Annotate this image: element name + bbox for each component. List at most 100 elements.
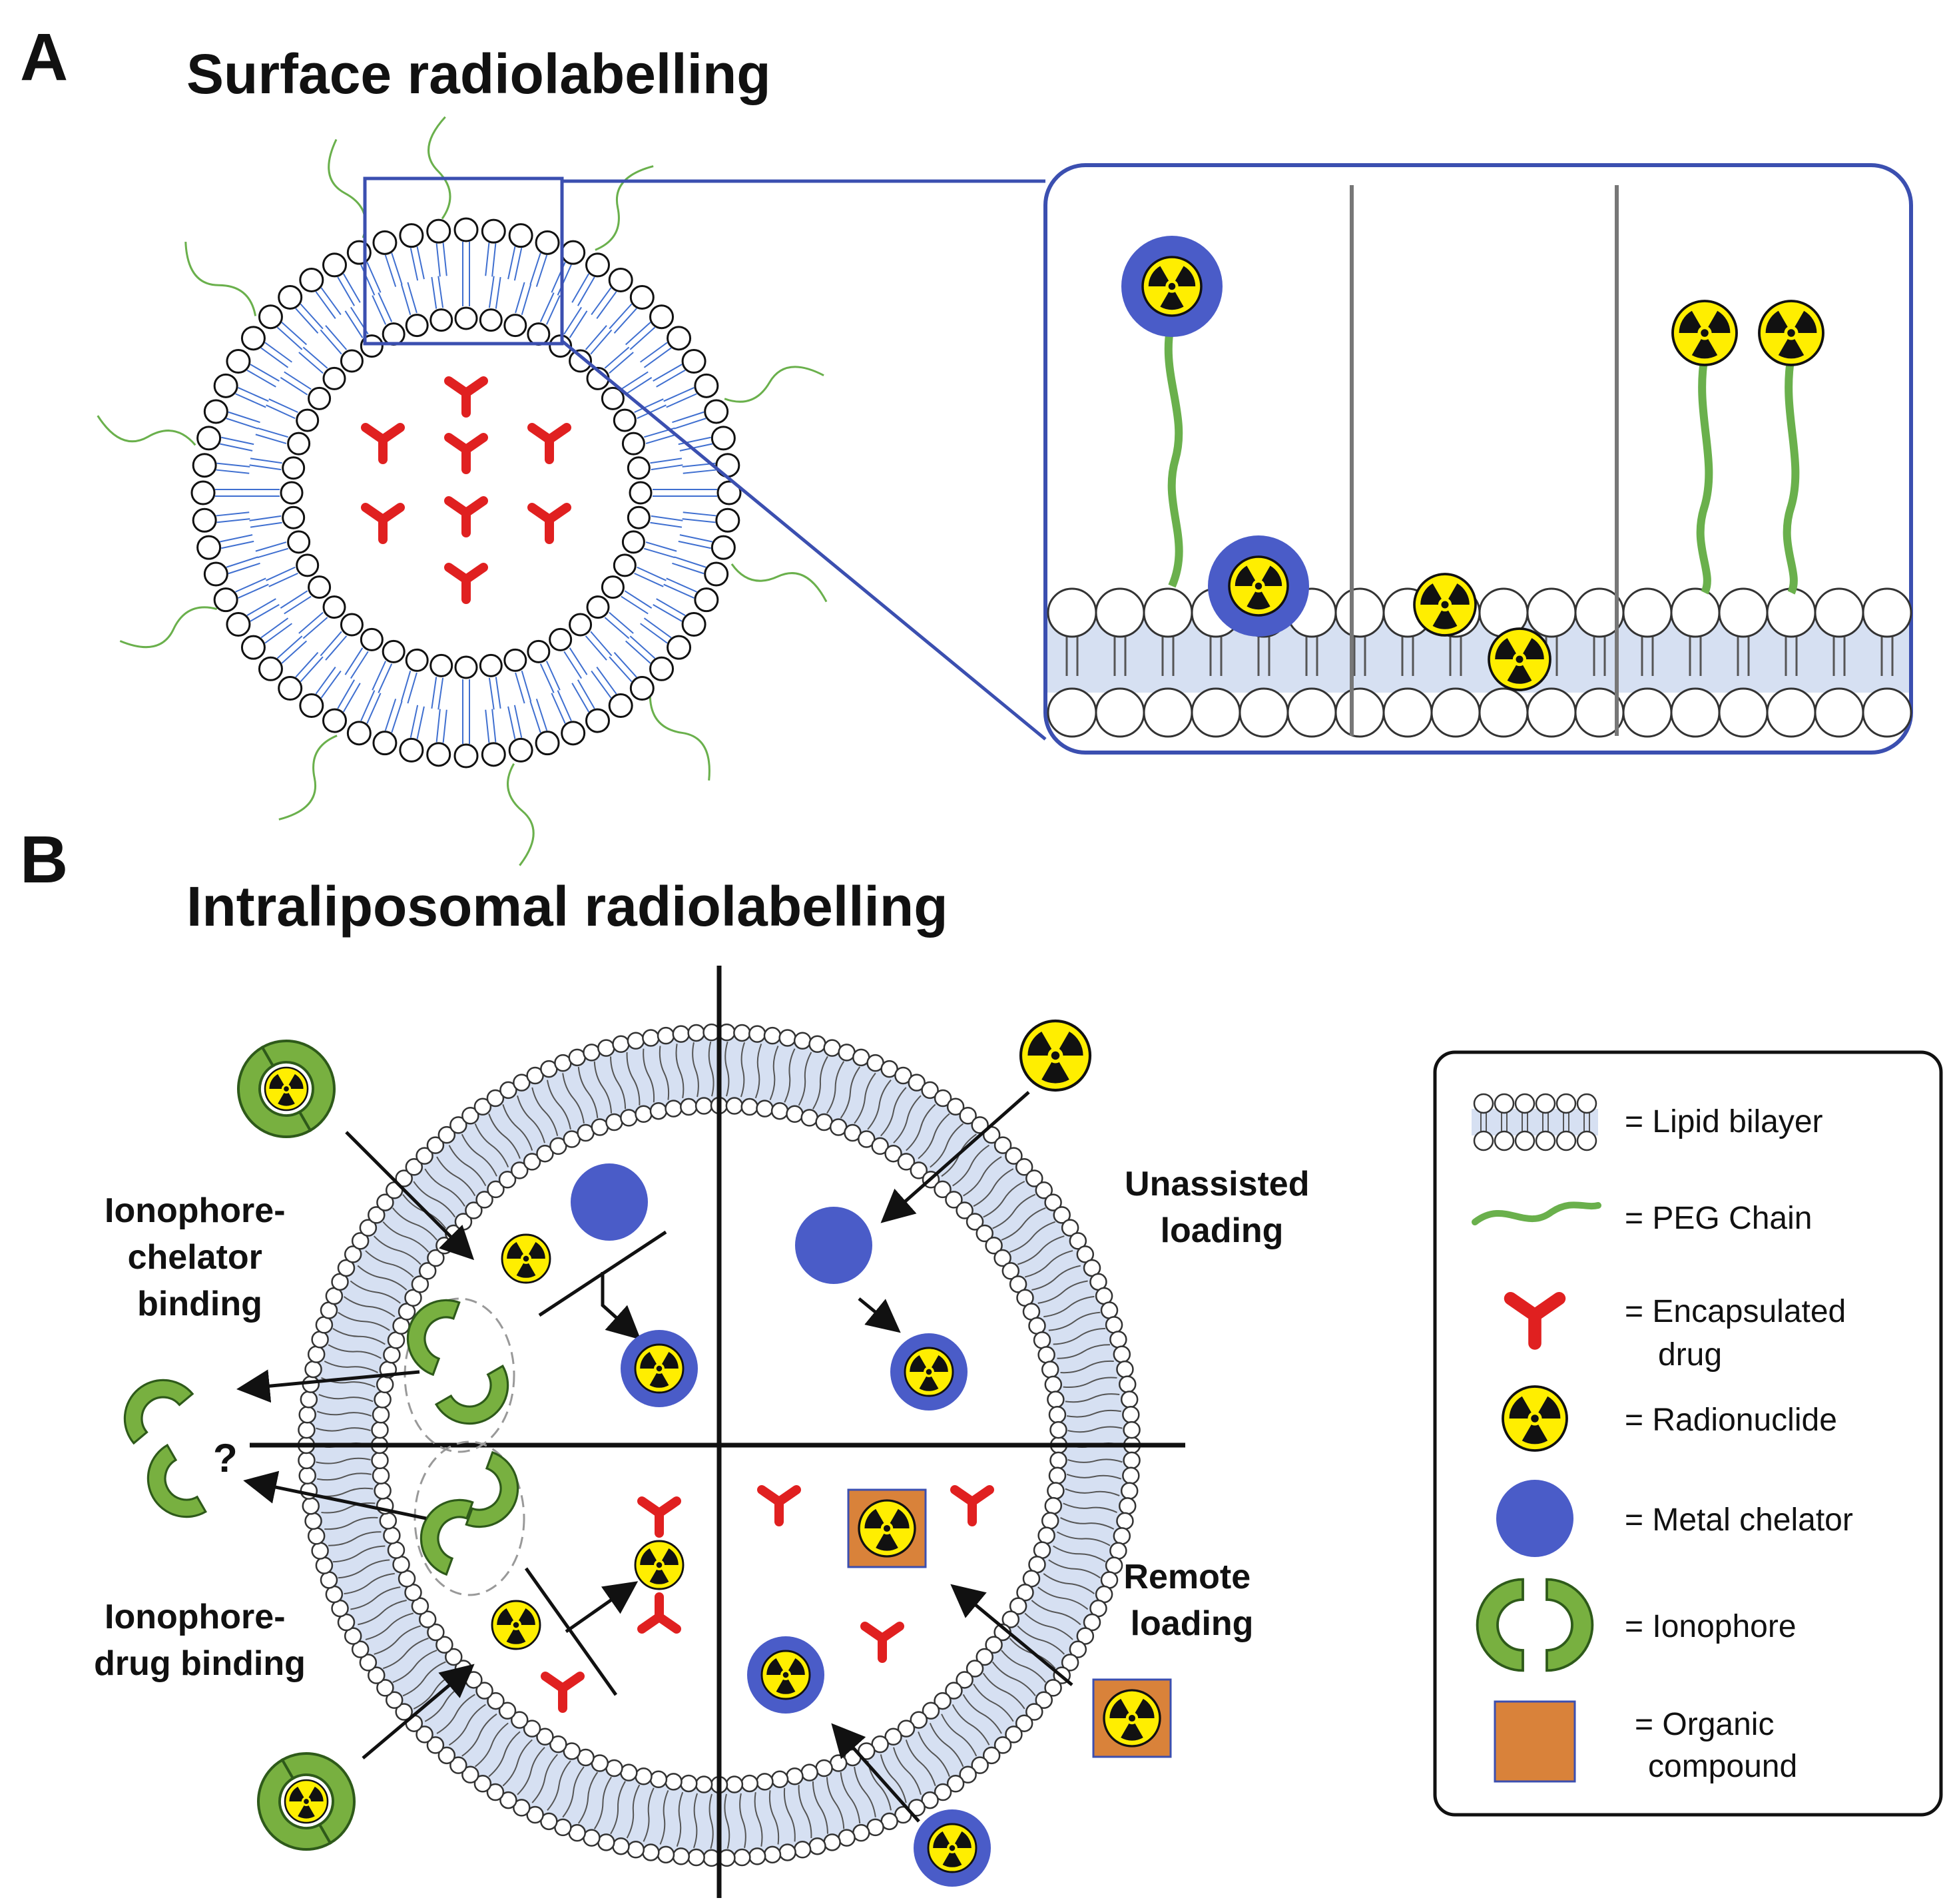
lipid-head <box>934 1692 952 1710</box>
lipid-head <box>770 1770 789 1789</box>
lipid-tail <box>692 1042 699 1098</box>
lipid-head <box>1005 1726 1023 1744</box>
lipid-head <box>258 304 283 330</box>
lipid-head <box>1049 1421 1067 1439</box>
lipid-head <box>687 1848 705 1867</box>
lipid-head <box>374 1391 392 1409</box>
lipid-head <box>793 1032 812 1050</box>
lipid-tail <box>365 1250 414 1278</box>
lipid-tail <box>515 672 525 704</box>
lipid-head <box>1047 687 1097 738</box>
lipid-tail <box>316 1427 371 1432</box>
arrow <box>565 1581 639 1634</box>
lipid-tail <box>610 1056 627 1110</box>
lipid-tail <box>402 1661 446 1697</box>
lipid-head <box>1535 1093 1556 1114</box>
lipid-tail <box>495 276 501 309</box>
arrow <box>601 1272 641 1340</box>
lipid-head <box>946 1774 965 1793</box>
lipid-head <box>473 1774 492 1793</box>
lipid-tail <box>613 651 637 678</box>
panel-a-title: Surface radiolabelling <box>186 43 771 105</box>
lipid-tail <box>250 458 282 464</box>
reaction-bar <box>524 1567 618 1696</box>
lipid-tail <box>255 434 287 444</box>
lipid-head <box>429 653 453 677</box>
lipid-tail <box>625 640 651 664</box>
lipid-head <box>585 708 610 733</box>
ionophore-half <box>108 1363 194 1444</box>
lipid-tail <box>963 1156 1002 1197</box>
lipid-tail <box>325 325 348 350</box>
lipid-head <box>1105 1316 1123 1334</box>
lipid-tail <box>372 661 387 691</box>
lipid-tail <box>521 670 532 702</box>
lipid-tail <box>826 1061 845 1114</box>
lipid-head <box>740 1774 758 1793</box>
lipid-head <box>1076 1627 1095 1645</box>
lipid-head <box>971 1116 989 1134</box>
lipid-tail <box>424 1168 465 1207</box>
lipid-tail <box>344 647 364 675</box>
lipid-head <box>667 326 692 351</box>
lipid-head <box>635 1105 653 1123</box>
lipid-head <box>1105 1556 1123 1574</box>
lipid-head <box>620 1763 638 1781</box>
lipid-tail <box>219 534 253 543</box>
lipid-head <box>296 553 320 577</box>
lipid-head <box>1047 1482 1065 1500</box>
lipid-head <box>871 1137 889 1155</box>
lipid-head <box>372 731 398 756</box>
lipid-tail <box>653 603 683 622</box>
lipid-head <box>884 1728 902 1746</box>
lipid-tail <box>365 1612 414 1640</box>
lipid-tail <box>461 1133 497 1177</box>
lipid-head <box>498 1702 517 1720</box>
lipid-tail <box>591 287 612 316</box>
lipid-tail <box>431 677 437 709</box>
lipid-head <box>1053 1206 1071 1224</box>
lipid-tail <box>442 709 447 743</box>
lipid-head <box>1718 587 1769 638</box>
lipid-head <box>523 1720 541 1738</box>
lipid-tail <box>436 1694 475 1734</box>
chelated-radionuclide <box>1208 535 1309 637</box>
lipid-head <box>956 1671 974 1689</box>
lipid-head <box>1009 1275 1027 1293</box>
lipid-head <box>278 676 303 701</box>
lipid-head <box>311 1331 329 1349</box>
lipid-tail <box>674 418 706 430</box>
encapsulated-drug-icon <box>532 428 567 460</box>
lipid-head <box>299 693 324 719</box>
lipid-tail <box>826 1777 845 1829</box>
panel-a-letter: A <box>20 20 68 95</box>
lipid-tail <box>228 562 260 575</box>
lipid-tail <box>264 342 292 363</box>
lipid-tail <box>941 1714 978 1757</box>
lipid-tail <box>867 1760 892 1811</box>
lipid-head <box>487 1180 505 1199</box>
lipid-tail <box>1037 1586 1089 1610</box>
lipid-head <box>605 1113 623 1131</box>
peg-chain <box>427 116 451 220</box>
lipid-tail <box>593 1061 613 1113</box>
lipid-tail <box>637 404 667 420</box>
lipid-head <box>549 627 573 651</box>
lipid-tail <box>342 273 361 303</box>
lipid-tail <box>798 1785 812 1839</box>
lipid-head <box>299 267 324 292</box>
chelated-radionuclide <box>747 1636 824 1714</box>
lipid-tail <box>219 443 253 452</box>
surface-inset <box>1043 163 1913 755</box>
lipid-head <box>563 1742 581 1760</box>
lipid-tail <box>918 1113 950 1159</box>
encapsulated-drug-icon <box>449 567 483 599</box>
lipid-head <box>304 1360 322 1379</box>
lipid-tail <box>596 291 617 319</box>
lipid-tail <box>235 577 266 593</box>
lipid-tail <box>585 635 607 661</box>
lipid-head <box>535 731 560 756</box>
lipid-head <box>298 1466 316 1485</box>
lipid-head <box>240 635 266 660</box>
lipid-head <box>499 1081 517 1100</box>
